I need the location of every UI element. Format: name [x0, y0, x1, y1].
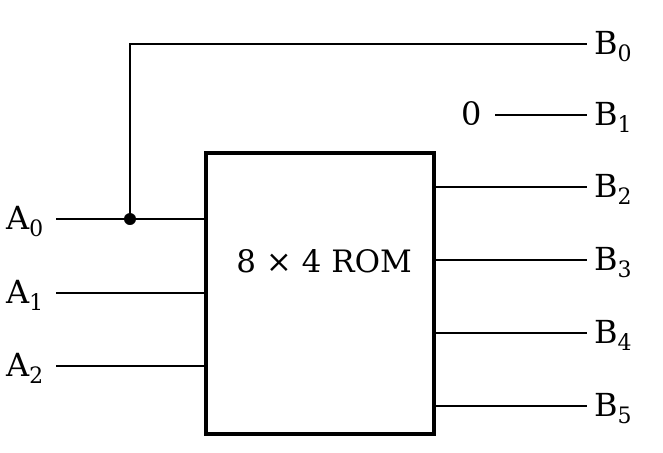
output-label-b0: B0: [594, 24, 632, 67]
output-label-b4: B4: [594, 313, 632, 356]
output-label-b2: B2: [594, 167, 632, 210]
rom-label: 8 × 4 ROM: [236, 244, 411, 280]
junction-dot: [124, 213, 136, 225]
output-label-b1: B1: [594, 95, 632, 138]
output-label-b3: B3: [594, 240, 632, 283]
a0-bypass-wire: [129, 43, 587, 219]
input-label-a1: A1: [5, 273, 43, 316]
output-label-b5: B5: [594, 386, 632, 429]
input-label-a2: A2: [5, 346, 43, 389]
rom-block: [204, 151, 436, 436]
input-label-a0: A0: [5, 199, 43, 242]
constant-zero-label: 0: [461, 95, 481, 133]
